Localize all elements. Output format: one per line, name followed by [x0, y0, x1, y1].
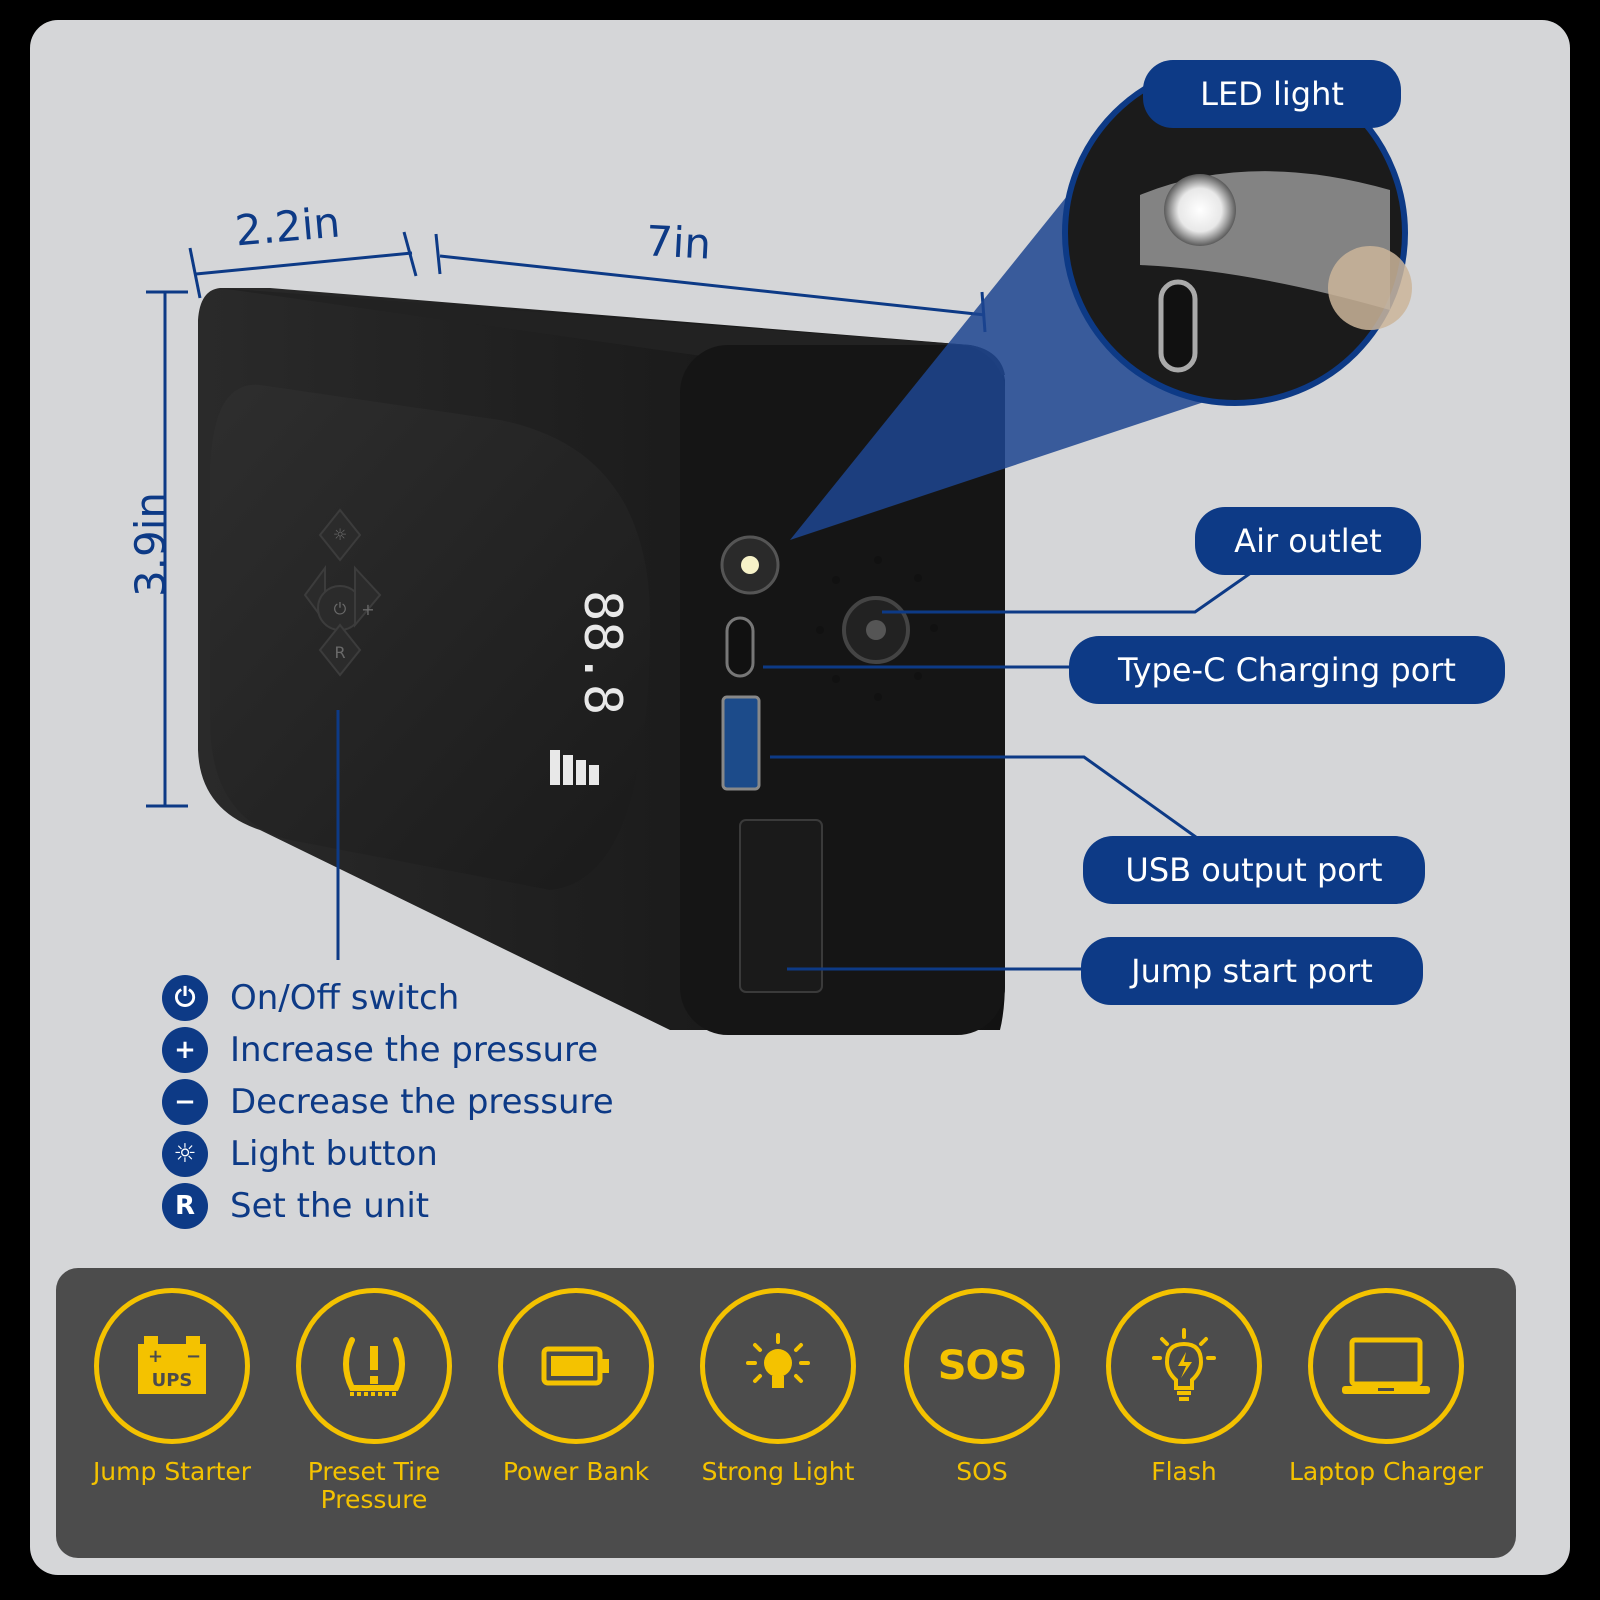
- legend-text: Set the unit: [230, 1186, 430, 1226]
- sun-icon: ☼: [162, 1131, 208, 1177]
- feature-laptop-charger: Laptop Charger: [1286, 1288, 1486, 1486]
- feature-label: Strong Light: [701, 1457, 855, 1486]
- led-light-callout: LED light: [1145, 62, 1399, 126]
- feature-label: Flash: [1151, 1457, 1217, 1486]
- legend-text: On/Off switch: [230, 978, 460, 1018]
- feature-sos: SOS SOS: [882, 1288, 1082, 1486]
- unit-button: [318, 623, 362, 677]
- tire-pressure-icon: [296, 1288, 452, 1444]
- light-button: [318, 508, 362, 562]
- power-bank-icon: [498, 1288, 654, 1444]
- control-panel: [210, 384, 650, 890]
- flash-bulb-icon: [1106, 1288, 1262, 1444]
- svg-text:−: −: [186, 1346, 201, 1367]
- height-dimension: 3.9in: [126, 491, 176, 598]
- jump-start-port-callout: Jump start port: [1083, 939, 1421, 1003]
- legend-text: Increase the pressure: [230, 1030, 599, 1070]
- feature-bar: + − UPS Jump Starter Preset Tire Pressur…: [56, 1268, 1516, 1558]
- length-dimension: 7in: [644, 216, 713, 269]
- plus-button-glyph: +: [361, 600, 374, 619]
- feature-label: Preset Tire Pressure: [307, 1457, 441, 1514]
- power-icon: ⏻: [162, 975, 208, 1021]
- svg-text:+: +: [148, 1346, 163, 1367]
- feature-preset-tire-pressure: Preset Tire Pressure: [274, 1288, 474, 1514]
- legend-item: − Decrease the pressure: [162, 1076, 614, 1128]
- sos-icon: SOS: [904, 1288, 1060, 1444]
- legend-text: Decrease the pressure: [230, 1082, 614, 1122]
- air-outlet-callout: Air outlet: [1197, 509, 1419, 573]
- plus-button: [354, 565, 382, 628]
- legend-item: ⏻ On/Off switch: [162, 972, 614, 1024]
- end-face-ports: [720, 535, 938, 993]
- unit-button-glyph: R: [334, 643, 345, 662]
- power-button-glyph: ⏻: [334, 599, 347, 618]
- legend-text: Light button: [230, 1134, 438, 1174]
- minus-icon: −: [162, 1079, 208, 1125]
- feature-strong-light: Strong Light: [678, 1288, 878, 1486]
- r-icon: R: [162, 1183, 208, 1229]
- sos-icon-text: SOS: [937, 1343, 1028, 1389]
- feature-label: SOS: [956, 1457, 1008, 1486]
- usb-port-callout: USB output port: [1085, 838, 1423, 902]
- display-digits: 88.8: [572, 590, 632, 715]
- plus-icon: +: [162, 1027, 208, 1073]
- legend-item: ☼ Light button: [162, 1128, 614, 1180]
- feature-power-bank: Power Bank: [476, 1288, 676, 1486]
- type-c-port-callout: Type-C Charging port: [1071, 638, 1503, 702]
- feature-flash: Flash: [1084, 1288, 1284, 1486]
- jump-start-cover: [739, 819, 823, 993]
- led-zoom-circle: [1062, 60, 1412, 406]
- type-c-port: [725, 616, 755, 678]
- bulb-icon: [700, 1288, 856, 1444]
- button-legend: ⏻ On/Off switch + Increase the pressure …: [162, 972, 614, 1232]
- feature-label: Jump Starter: [92, 1457, 252, 1486]
- width-dimension: 2.2in: [233, 197, 343, 256]
- battery-ups-icon: + − UPS: [94, 1288, 250, 1444]
- product-infographic: ☼ ⏻ + R 88.8: [30, 20, 1570, 1575]
- leader-lines: [336, 568, 1256, 971]
- feature-label: Power Bank: [502, 1457, 650, 1486]
- usb-port: [721, 695, 761, 791]
- device-illustration: ☼ ⏻ + R 88.8: [146, 60, 1412, 1035]
- feature-label: Laptop Charger: [1288, 1457, 1484, 1486]
- legend-item: R Set the unit: [162, 1180, 614, 1232]
- feature-jump-starter: + − UPS Jump Starter: [72, 1288, 272, 1486]
- light-button-glyph: ☼: [333, 525, 347, 544]
- pressure-display: 88.8: [550, 590, 632, 785]
- svg-text:UPS: UPS: [152, 1370, 193, 1391]
- laptop-icon: [1308, 1288, 1464, 1444]
- legend-item: + Increase the pressure: [162, 1024, 614, 1076]
- control-buttons: [303, 508, 382, 677]
